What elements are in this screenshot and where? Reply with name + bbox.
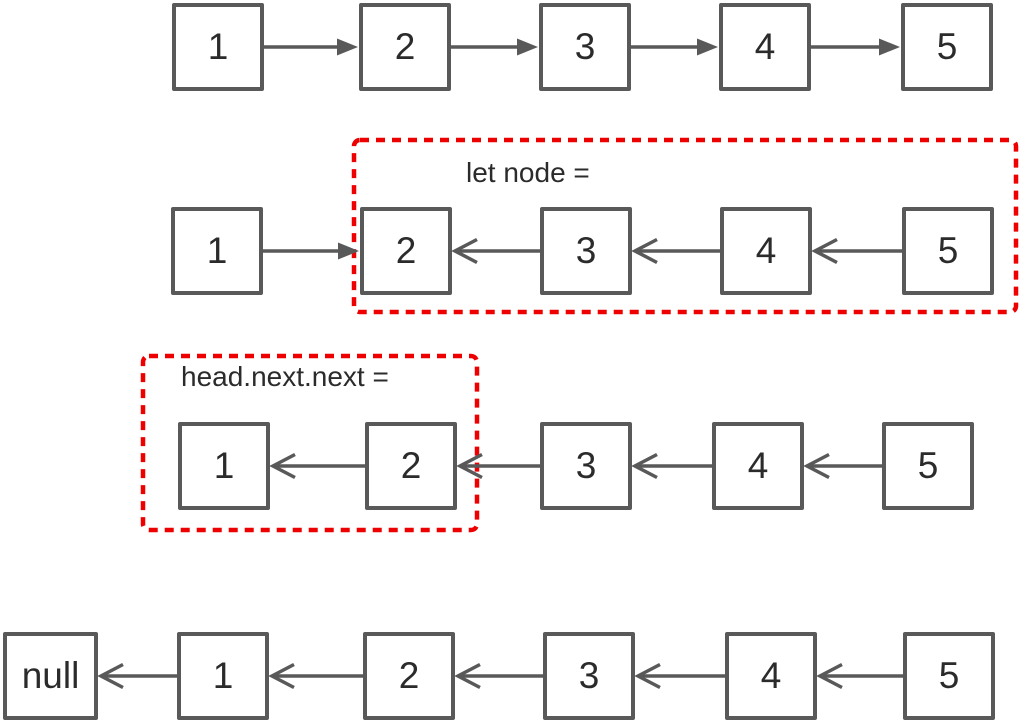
list-node: 4 — [712, 422, 804, 510]
list-node: 4 — [720, 207, 812, 295]
pointer-arrow-right — [451, 38, 538, 56]
pointer-arrow-left — [631, 237, 720, 265]
highlight-region-head-next-next-region — [140, 353, 480, 533]
pointer-arrow-left — [811, 237, 902, 265]
list-node: 1 — [178, 422, 270, 510]
list-node: 1 — [171, 207, 263, 295]
list-node: 5 — [902, 207, 994, 295]
pointer-arrow-right — [263, 242, 359, 260]
pointer-arrow-left — [634, 662, 725, 690]
list-node: 4 — [719, 3, 811, 91]
list-node: 1 — [177, 632, 269, 720]
pointer-arrow-left — [97, 662, 177, 690]
pointer-arrow-left — [454, 662, 543, 690]
list-node: 1 — [172, 3, 264, 91]
highlight-label-let-node-region: let node = — [466, 157, 590, 188]
list-node: 4 — [725, 632, 817, 720]
pointer-arrow-right — [811, 38, 900, 56]
list-node: 5 — [903, 632, 995, 720]
list-node: 3 — [543, 632, 635, 720]
pointer-arrow-right — [631, 38, 718, 56]
list-node: 2 — [359, 3, 451, 91]
pointer-arrow-left — [268, 662, 363, 690]
list-node: 2 — [360, 207, 452, 295]
pointer-arrow-left — [451, 237, 540, 265]
highlight-region-let-node-region — [351, 137, 1019, 315]
pointer-arrow-left — [269, 452, 365, 480]
highlight-label-head-next-next-region: head.next.next = — [181, 361, 389, 392]
pointer-arrow-left — [803, 452, 882, 480]
pointer-arrow-left — [631, 452, 712, 480]
list-node: 5 — [882, 422, 974, 510]
list-node: 3 — [540, 207, 632, 295]
pointer-arrow-left — [456, 452, 540, 480]
list-node: 3 — [540, 422, 632, 510]
list-node: 5 — [901, 3, 993, 91]
pointer-arrow-left — [816, 662, 903, 690]
list-node: 2 — [365, 422, 457, 510]
pointer-arrow-right — [264, 38, 358, 56]
list-node: 2 — [363, 632, 455, 720]
list-node: 3 — [539, 3, 631, 91]
list-node: null — [3, 632, 98, 720]
